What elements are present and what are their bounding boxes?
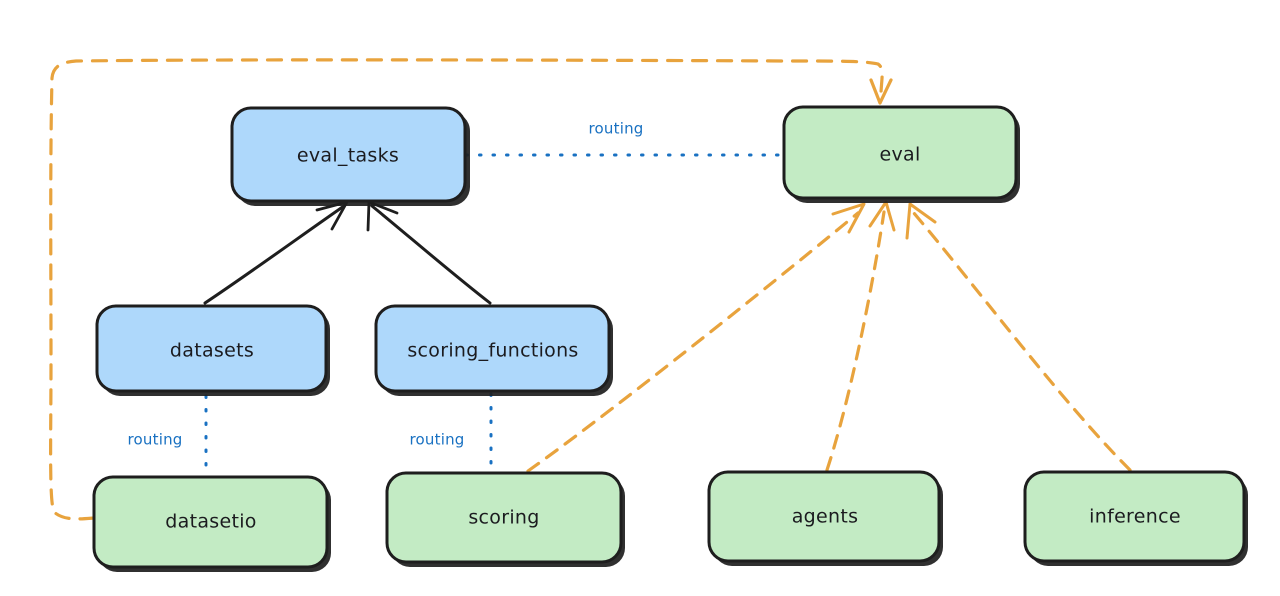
edge-label-routing-datasets: routing — [128, 431, 183, 449]
node-eval[interactable]: eval — [782, 105, 1020, 203]
edge-datasets-eval-tasks — [203, 200, 349, 305]
node-eval-tasks[interactable]: eval_tasks — [230, 106, 470, 206]
edge-scoring-eval — [526, 202, 866, 473]
node-scoring[interactable]: scoring — [385, 471, 625, 567]
node-label-datasets: datasets — [170, 340, 254, 362]
edge-inference-eval — [905, 202, 1132, 472]
node-label-inference: inference — [1089, 506, 1181, 528]
node-label-agents: agents — [792, 506, 859, 528]
node-inference[interactable]: inference — [1023, 470, 1248, 566]
node-label-scoring-functions: scoring_functions — [407, 340, 578, 362]
node-label-datasetio: datasetio — [165, 511, 256, 533]
node-label-eval: eval — [879, 144, 920, 166]
node-label-scoring: scoring — [468, 507, 539, 529]
node-datasets[interactable]: datasets — [95, 304, 330, 396]
node-scoring-functions[interactable]: scoring_functions — [374, 304, 613, 396]
edge-label-routing-eval-tasks: routing — [589, 120, 644, 138]
node-datasetio[interactable]: datasetio — [92, 475, 331, 572]
edge-datasetio-eval — [49, 58, 893, 521]
edge-label-routing-scoring-functions: routing — [410, 431, 465, 449]
node-label-eval-tasks: eval_tasks — [297, 145, 399, 167]
node-agents[interactable]: agents — [707, 470, 943, 566]
edge-agents-eval — [825, 200, 896, 472]
edge-scoring-functions-eval-tasks — [366, 200, 492, 305]
